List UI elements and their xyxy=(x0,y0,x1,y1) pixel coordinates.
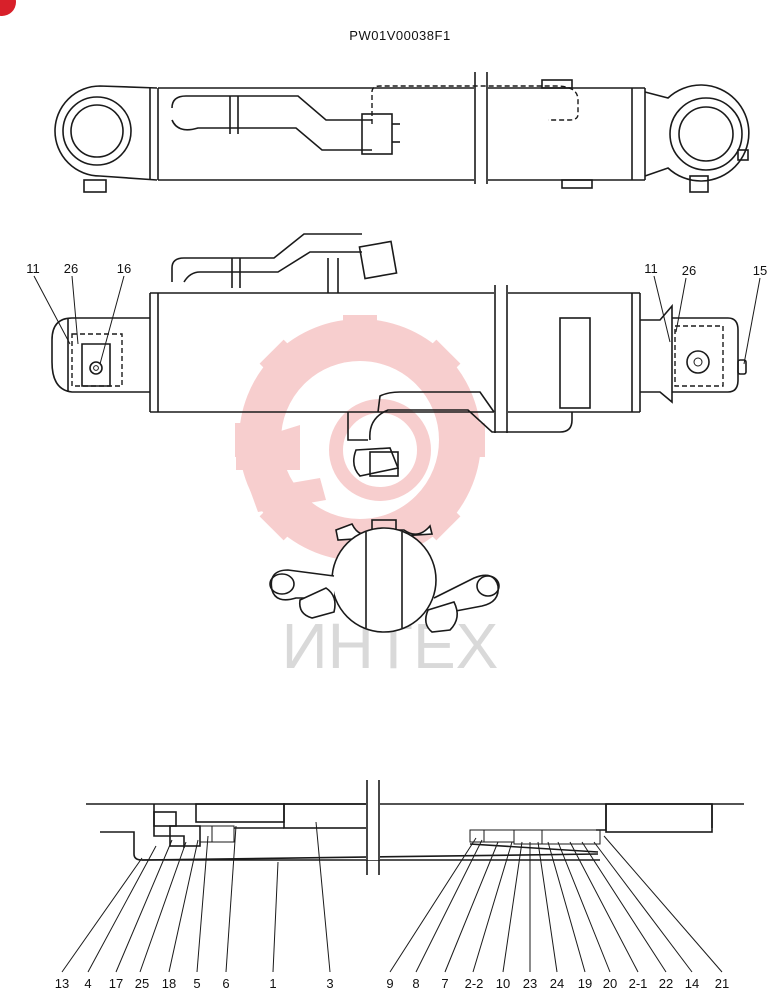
callout-section-25: 25 xyxy=(135,976,149,991)
callout-side-right-15: 15 xyxy=(753,263,767,278)
callout-section-1: 1 xyxy=(269,976,276,991)
callout-side-left-26: 26 xyxy=(64,261,78,276)
callout-side-right-26: 26 xyxy=(682,263,696,278)
callout-section-20: 20 xyxy=(603,976,617,991)
callout-section-7: 7 xyxy=(441,976,448,991)
callout-section-24: 24 xyxy=(550,976,564,991)
corner-badge xyxy=(0,0,16,16)
callout-section-18: 18 xyxy=(162,976,176,991)
callout-section-14: 14 xyxy=(685,976,699,991)
callout-side-left-16: 16 xyxy=(117,261,131,276)
drawing-code: PW01V00038F1 xyxy=(349,28,450,43)
callout-section-22: 22 xyxy=(659,976,673,991)
cylinder-top-view xyxy=(54,72,750,193)
callout-section-8: 8 xyxy=(412,976,419,991)
callout-section-23: 23 xyxy=(523,976,537,991)
leader-lines xyxy=(33,275,761,973)
callout-section-2-1: 2-1 xyxy=(629,976,648,991)
callout-section-2-2: 2-2 xyxy=(465,976,484,991)
callout-section-10: 10 xyxy=(496,976,510,991)
callout-section-13: 13 xyxy=(55,976,69,991)
callout-side-left-11: 11 xyxy=(26,261,40,276)
callout-section-9: 9 xyxy=(386,976,393,991)
callout-section-17: 17 xyxy=(109,976,123,991)
cylinder-end-view xyxy=(269,519,500,633)
cylinder-side-view xyxy=(51,233,747,477)
callout-section-6: 6 xyxy=(222,976,229,991)
callout-section-19: 19 xyxy=(578,976,592,991)
callout-section-3: 3 xyxy=(326,976,333,991)
callout-section-5: 5 xyxy=(193,976,200,991)
callout-side-right-11: 11 xyxy=(644,261,658,276)
callout-section-21: 21 xyxy=(715,976,729,991)
callout-section-4: 4 xyxy=(84,976,91,991)
cylinder-section-view xyxy=(86,780,744,875)
